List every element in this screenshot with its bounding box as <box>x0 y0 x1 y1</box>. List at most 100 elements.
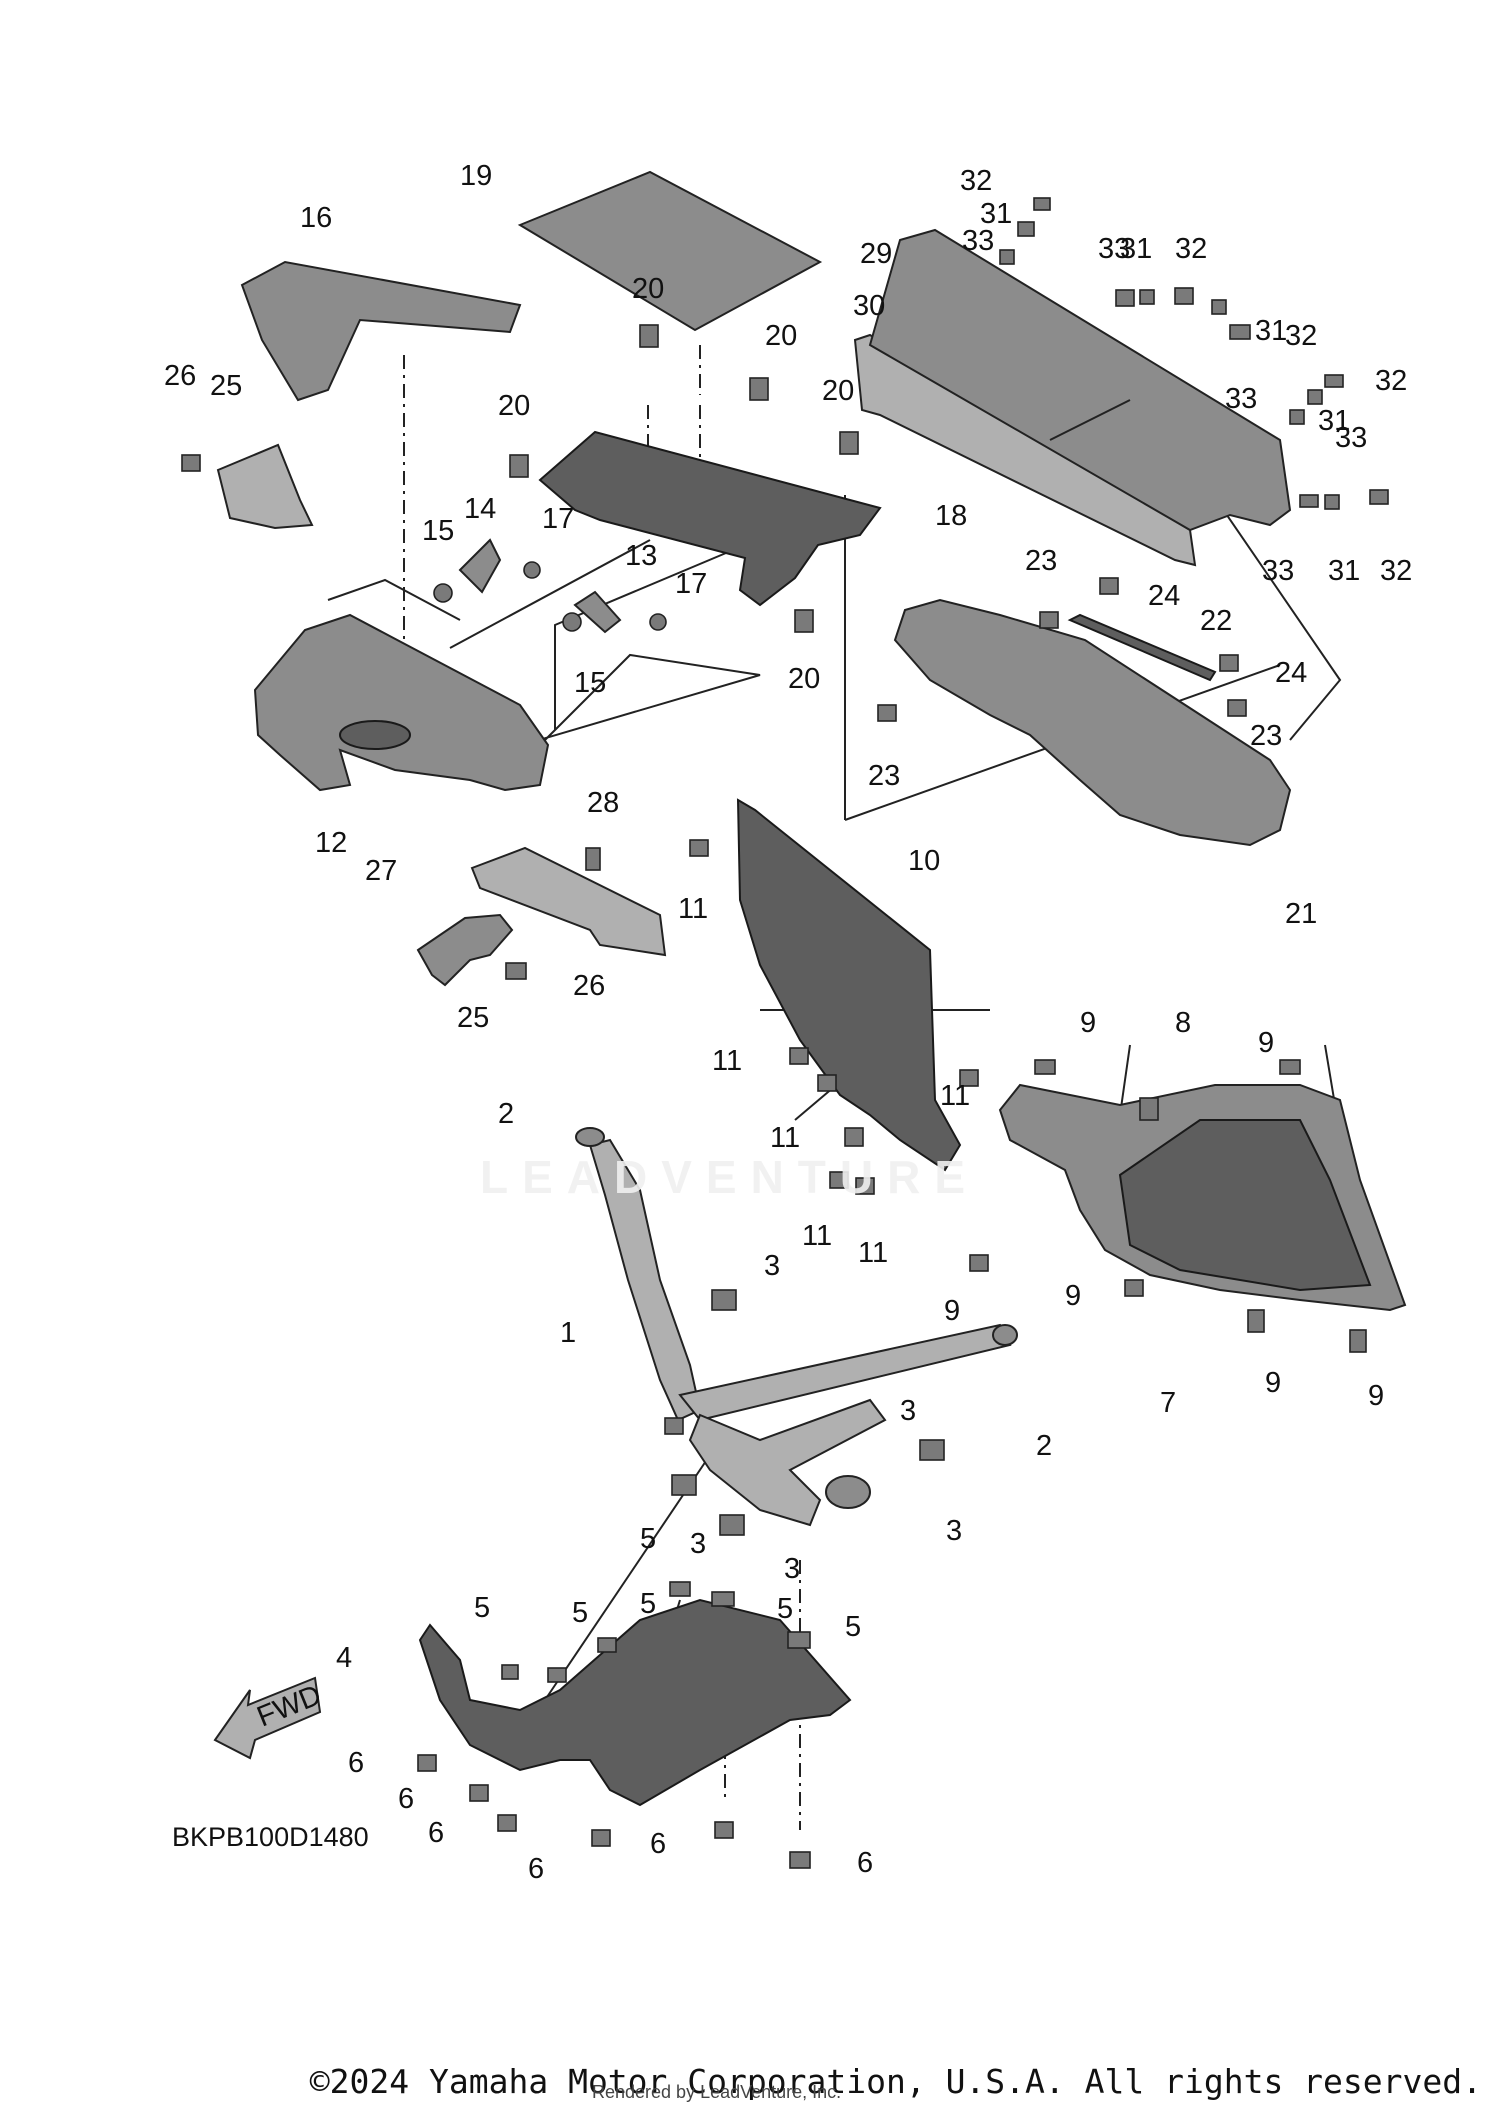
callout-17: 17 <box>675 568 707 600</box>
callout-13: 13 <box>625 540 657 572</box>
fwd-arrow: FWD <box>213 1676 326 1760</box>
callout-19: 19 <box>460 160 492 192</box>
part-7-fender-inner <box>1118 1119 1372 1292</box>
part-12-under-cover <box>253 613 550 792</box>
watermark: LEADVENTURE <box>480 1151 980 1203</box>
callout-16: 16 <box>300 202 332 234</box>
part-19-mat <box>517 170 823 332</box>
callout-25: 25 <box>457 1002 489 1034</box>
callout-28: 28 <box>587 787 619 819</box>
callout-7: 7 <box>1160 1387 1176 1419</box>
callout-15: 15 <box>422 515 454 547</box>
callout-23: 23 <box>1025 545 1057 577</box>
part-14-bracket <box>458 538 502 594</box>
callout-5: 5 <box>777 1593 793 1625</box>
callout-4: 4 <box>336 1642 352 1674</box>
part-5-clips <box>501 1581 811 1683</box>
part-25-bracket-lower <box>416 913 514 987</box>
callout-32: 32 <box>1375 365 1407 397</box>
callout-6: 6 <box>428 1817 444 1849</box>
callout-31: 31 <box>1120 233 1152 265</box>
part-6-bolts <box>417 1754 811 1869</box>
callout-31: 31 <box>1255 315 1287 347</box>
callout-23: 23 <box>1250 720 1282 752</box>
callout-11: 11 <box>858 1237 888 1269</box>
callout-31: 31 <box>1328 555 1360 587</box>
copyright-notice: ©2024 Yamaha Motor Corporation, U.S.A. A… <box>309 2062 1482 2101</box>
callout-29: 29 <box>860 238 892 270</box>
callout-33: 33 <box>1098 233 1130 265</box>
rendered-by-credit: Rendered by LeadVenture, Inc. <box>592 2082 842 2102</box>
callout-32: 32 <box>1285 320 1317 352</box>
part-20-bolts <box>509 324 859 633</box>
callout-31: 31 <box>980 198 1012 230</box>
callout-5: 5 <box>845 1611 861 1643</box>
part-12-opening <box>339 720 411 750</box>
callout-labels: 1 2 2 3 3 3 3 3 4 5 5 5 5 5 5 6 6 6 6 6 … <box>164 160 1412 1885</box>
callout-6: 6 <box>857 1847 873 1879</box>
callout-5: 5 <box>572 1597 588 1629</box>
callout-25: 25 <box>210 370 242 402</box>
part-16-shield <box>240 260 522 402</box>
callout-9: 9 <box>1265 1367 1281 1399</box>
part-3-bolts <box>664 1289 945 1536</box>
part-28-bolt <box>585 847 601 871</box>
callout-30: 30 <box>853 290 885 322</box>
callout-3: 3 <box>946 1515 962 1547</box>
callout-15: 15 <box>574 667 606 699</box>
callout-22: 22 <box>1200 605 1232 637</box>
callout-3: 3 <box>764 1250 780 1282</box>
part-27-plate <box>470 846 667 957</box>
part-17-bolt-a <box>523 561 541 579</box>
part-26-bolt-upper <box>181 454 201 472</box>
part-29-panel <box>868 228 1292 532</box>
callout-9: 9 <box>1080 1007 1096 1039</box>
callout-33: 33 <box>1335 422 1367 454</box>
callout-6: 6 <box>348 1747 364 1779</box>
part-17-bolt-b <box>649 613 667 631</box>
part-26-bolt-lower <box>505 962 527 980</box>
part-13-bracket <box>573 590 622 634</box>
callout-33: 33 <box>962 225 994 257</box>
callout-27: 27 <box>365 855 397 887</box>
callout-33: 33 <box>1262 555 1294 587</box>
callout-11: 11 <box>712 1045 742 1077</box>
callout-31: 31 <box>1318 405 1350 437</box>
callout-24: 24 <box>1275 657 1307 689</box>
callout-10: 10 <box>908 845 940 877</box>
callout-9: 9 <box>1368 1380 1384 1412</box>
part-30-rod <box>1049 399 1131 441</box>
part-15-clip-a <box>433 583 453 603</box>
callout-12: 12 <box>315 827 347 859</box>
callout-20: 20 <box>765 320 797 352</box>
callout-24: 24 <box>1148 580 1180 612</box>
callout-14: 14 <box>464 493 496 525</box>
callout-21: 21 <box>1285 898 1317 930</box>
callout-9: 9 <box>1258 1027 1274 1059</box>
diagram-code: BKPB100D1480 <box>172 1822 369 1852</box>
callout-6: 6 <box>528 1853 544 1885</box>
callout-18: 18 <box>935 500 967 532</box>
callout-6: 6 <box>650 1828 666 1860</box>
callout-3: 3 <box>784 1553 800 1585</box>
callout-11: 11 <box>802 1220 832 1252</box>
part-23-24-fasteners <box>877 577 1247 722</box>
part-31-32-33-fasteners <box>999 197 1389 510</box>
part-4-skid-plate <box>418 1598 852 1807</box>
callout-3: 3 <box>900 1395 916 1427</box>
callout-20: 20 <box>822 375 854 407</box>
callout-9: 9 <box>1065 1280 1081 1312</box>
part-8-9-fasteners <box>969 1059 1367 1353</box>
callout-3: 3 <box>690 1528 706 1560</box>
part-18-floor-cover <box>538 430 882 607</box>
callout-6: 6 <box>398 1783 414 1815</box>
callout-8: 8 <box>1175 1007 1191 1039</box>
callout-32: 32 <box>1380 555 1412 587</box>
callout-2: 2 <box>1036 1430 1052 1462</box>
callout-11: 11 <box>770 1122 800 1154</box>
callout-5: 5 <box>640 1523 656 1555</box>
callout-23: 23 <box>868 760 900 792</box>
callout-17: 17 <box>542 503 574 535</box>
callout-2: 2 <box>498 1098 514 1130</box>
